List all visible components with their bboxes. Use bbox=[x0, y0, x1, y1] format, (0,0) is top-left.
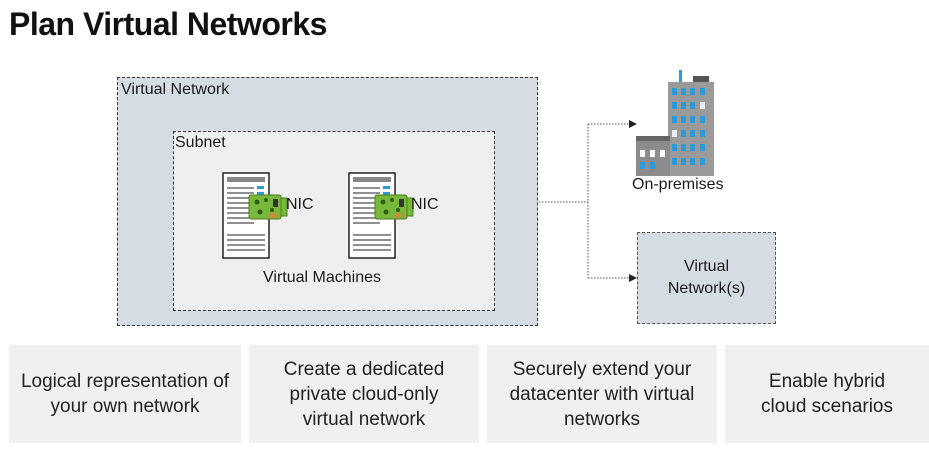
nic-card-icon bbox=[374, 194, 414, 220]
card-extend-datacenter: Securely extend your datacenter with vir… bbox=[487, 345, 717, 443]
arrow-right-icon bbox=[629, 274, 637, 282]
virtual-network-box: Virtual Network Subnet bbox=[117, 77, 538, 326]
card-text: Securely extend your datacenter with vir… bbox=[509, 358, 695, 430]
remote-virtual-networks-box: Virtual Network(s) bbox=[637, 232, 776, 324]
building-icon bbox=[636, 70, 714, 176]
subnet-label: Subnet bbox=[175, 134, 226, 151]
nic-card-icon bbox=[248, 194, 288, 220]
virtual-network-label: Virtual Network bbox=[121, 81, 230, 98]
card-text: Enable hybrid cloud scenarios bbox=[760, 371, 894, 417]
card-hybrid-cloud: Enable hybrid cloud scenarios bbox=[725, 345, 929, 443]
card-text: Create a dedicated private cloud-only vi… bbox=[283, 358, 445, 430]
arrow-right-icon bbox=[629, 120, 637, 128]
card-text: Logical representation of your own netwo… bbox=[20, 371, 230, 417]
card-private-cloud: Create a dedicated private cloud-only vi… bbox=[249, 345, 479, 443]
nic-label-1: NIC bbox=[286, 196, 314, 213]
nic-label-2: NIC bbox=[411, 196, 439, 213]
subnet-box: Subnet bbox=[173, 131, 495, 311]
remote-virtual-networks-label: Virtual Network(s) bbox=[667, 258, 746, 297]
virtual-machines-caption: Virtual Machines bbox=[263, 269, 381, 286]
on-premises-label: On-premises bbox=[632, 176, 724, 193]
page-title: Plan Virtual Networks bbox=[9, 6, 327, 42]
card-logical-representation: Logical representation of your own netwo… bbox=[9, 345, 241, 443]
